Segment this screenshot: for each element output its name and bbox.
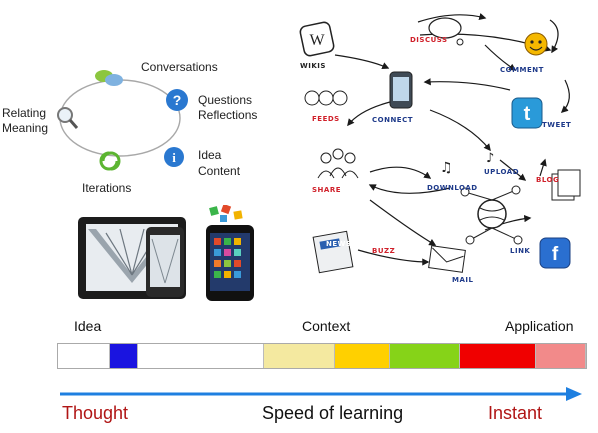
svg-text:?: ?: [173, 92, 182, 108]
connect-label: CONNECT: [372, 116, 413, 124]
bar-segment-8: [536, 344, 586, 368]
questions-label: Questions: [198, 93, 253, 107]
tweet-label: TWEET: [542, 121, 572, 129]
blog-label: BLOG: [536, 176, 560, 184]
svg-text:t: t: [524, 103, 531, 125]
bar-segment-7: [460, 344, 537, 368]
share-label: SHARE: [312, 186, 341, 194]
stage-application-label: Application: [505, 318, 574, 334]
conversations-label: Conversations: [141, 60, 218, 74]
learning-cycle: ? i: [57, 70, 188, 171]
refresh-icon: [99, 151, 121, 171]
connect-phone-icon: [389, 71, 413, 109]
bar-segment-5: [334, 344, 390, 368]
discuss-icon: [428, 17, 464, 46]
stage-context-label: Context: [302, 318, 351, 334]
reflections-label: Reflections: [198, 108, 258, 122]
svg-text:♪: ♪: [486, 151, 494, 166]
learning-progress-bar: [57, 343, 587, 369]
comment-smiley-icon: [524, 32, 548, 56]
wikis-icon: W: [299, 21, 335, 57]
blog-pages-icon: [551, 169, 581, 201]
cycle-ellipse: [59, 79, 181, 157]
download-label: DOWNLOAD: [427, 184, 478, 192]
music-notes-icon: ♫ ♪: [440, 151, 494, 176]
upload-label: UPLOAD: [484, 168, 520, 176]
meaning-label: Meaning: [2, 121, 49, 135]
question-icon: ?: [166, 89, 188, 111]
svg-text:i: i: [172, 150, 176, 165]
globe-hub-icon: [460, 185, 523, 245]
info-icon: i: [164, 147, 184, 167]
comment-label: COMMENT: [500, 66, 544, 74]
feeds-icon: [304, 90, 348, 106]
iterations-label: Iterations: [82, 181, 132, 195]
news-icon: [312, 230, 354, 274]
idea-label: Idea: [198, 148, 222, 162]
bar-segment-1: [58, 344, 110, 368]
stage-idea-label: Idea: [74, 318, 102, 334]
phone-small-icon: [146, 227, 184, 297]
discuss-label: DISCUSS: [410, 36, 448, 44]
instant-label: Instant: [488, 403, 543, 423]
share-people-icon: [317, 148, 359, 179]
bar-segment-2: [109, 344, 139, 368]
bar-segment-6: [389, 344, 461, 368]
feeds-label: FEEDS: [312, 115, 340, 123]
social-network-sketch: W t ♫ ♪: [299, 13, 581, 274]
speed-arrow: [60, 387, 582, 401]
mail-label: MAIL: [452, 276, 474, 284]
smartphone-icon: [206, 205, 254, 301]
svg-text:f: f: [552, 244, 559, 265]
buzz-label: BUZZ: [372, 247, 396, 255]
link-icon: f: [539, 237, 571, 269]
bar-segment-3: [138, 344, 264, 368]
wikis-label: WIKIS: [300, 62, 326, 70]
magnifier-icon: [57, 107, 79, 129]
devices-image: [78, 205, 254, 301]
content-label: Content: [198, 164, 241, 178]
tweet-icon: t: [511, 97, 543, 129]
svg-text:♫: ♫: [440, 160, 453, 176]
link-label: LINK: [510, 247, 531, 255]
chat-bubbles-icon: [95, 70, 123, 86]
relating-label: Relating: [2, 106, 47, 120]
news-label: NEWS: [326, 240, 352, 248]
bar-segment-4: [263, 344, 335, 368]
speed-of-learning-label: Speed of learning: [262, 403, 404, 423]
svg-text:W: W: [309, 32, 325, 49]
mail-icon: [428, 245, 466, 273]
thought-label: Thought: [62, 403, 129, 423]
